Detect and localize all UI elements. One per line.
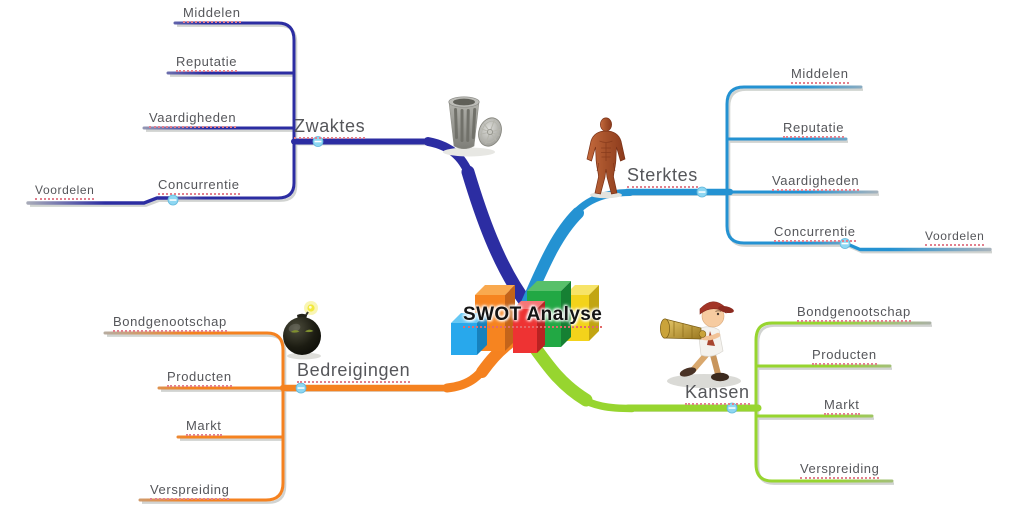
subtopic-sterktes-voordelen[interactable]: Voordelen [925,230,985,246]
branch-lines-zwaktes [26,21,534,311]
node-handle-bedreigingen[interactable] [295,382,307,394]
subtopic-bedreigingen-bondgenootschap[interactable]: Bondgenootschap [113,315,227,332]
subtopic-zwaktes-concurrentie[interactable]: Concurrentie [158,178,240,195]
node-handle-sterktes[interactable] [696,186,708,198]
subtopic-zwaktes-voordelen[interactable]: Voordelen [35,184,95,200]
center-topic-label[interactable]: SWOT Analyse [463,305,603,328]
subtopic-zwaktes-reputatie[interactable]: Reputatie [176,55,238,72]
anatomy-figure-icon [586,117,626,199]
trash-can-icon [443,96,502,157]
branch-label-sterktes[interactable]: Sterktes [627,166,698,188]
subtopic-zwaktes-middelen[interactable]: Middelen [183,6,241,23]
boy-with-megaphone-icon [660,301,741,388]
subtopic-sterktes-concurrentie[interactable]: Concurrentie [774,225,856,242]
bomb-icon [283,301,321,360]
node-handle-zwaktes[interactable] [312,136,324,147]
branch-label-bedreigingen[interactable]: Bedreigingen [297,361,411,383]
subtopic-zwaktes-vaardigheden[interactable]: Vaardigheden [149,111,237,128]
block-orange [475,285,515,351]
node-handle-voordelen-left[interactable] [167,194,179,206]
subtopic-bedreigingen-verspreiding[interactable]: Verspreiding [150,483,230,500]
subtopic-sterktes-vaardigheden[interactable]: Vaardigheden [772,174,860,191]
block-blue [451,313,487,355]
line-shadows [30,24,992,504]
branch-label-zwaktes[interactable]: Zwaktes [294,117,366,139]
subtopic-bedreigingen-markt[interactable]: Markt [186,419,222,436]
subtopic-kansen-markt[interactable]: Markt [824,398,860,415]
subtopic-bedreigingen-producten[interactable]: Producten [167,370,232,387]
center-blocks-icon [451,281,599,355]
subtopic-kansen-verspreiding[interactable]: Verspreiding [800,462,880,479]
subtopic-sterktes-reputatie[interactable]: Reputatie [783,121,845,138]
subtopic-kansen-bondgenootschap[interactable]: Bondgenootschap [797,305,911,322]
branch-label-kansen[interactable]: Kansen [685,383,750,405]
node-handles [167,136,851,414]
subtopic-sterktes-middelen[interactable]: Middelen [791,67,849,84]
subtopic-kansen-producten[interactable]: Producten [812,348,877,365]
